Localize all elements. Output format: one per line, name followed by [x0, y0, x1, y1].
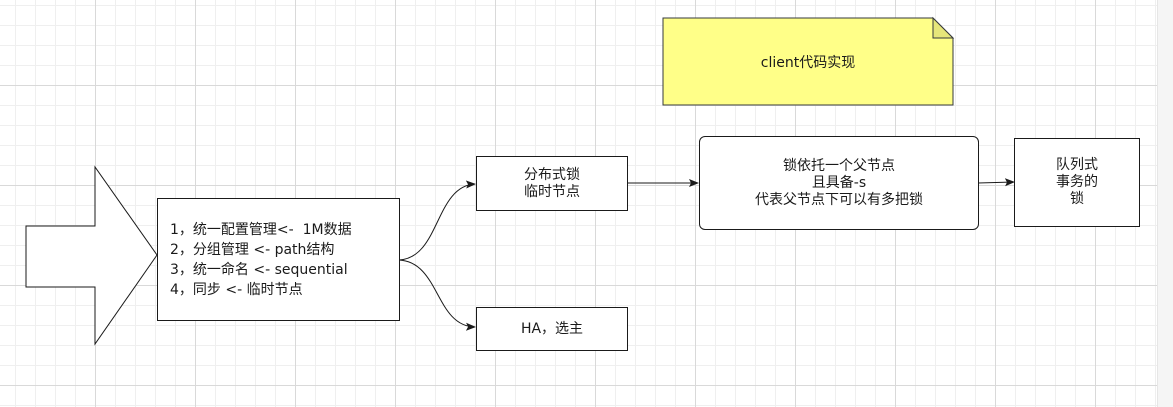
lock-parent-line-3: 代表父节点下可以有多把锁 — [755, 191, 923, 208]
queue-lock-box[interactable]: 队列式 事务的 锁 — [1014, 138, 1140, 227]
note-shape[interactable] — [662, 16, 955, 106]
feature-line-group: 2，分组管理 <- path结构 — [170, 241, 335, 258]
feature-line-naming: 3，统一命名 <- sequential — [170, 261, 348, 278]
feature-line-config: 1，统一配置管理<- 1M数据 — [170, 221, 352, 238]
note-label: client代码实现 — [760, 54, 856, 71]
connector-to-ha[interactable] — [398, 259, 476, 331]
connector-to-distributed-lock[interactable] — [398, 180, 476, 261]
lock-parent-box[interactable]: 锁依托一个父节点 且具备-s 代表父节点下可以有多把锁 — [699, 136, 979, 230]
feature-line-sync: 4，同步 <- 临时节点 — [170, 281, 303, 298]
queue-lock-line-3: 锁 — [1070, 191, 1084, 207]
features-box[interactable]: 1，统一配置管理<- 1M数据 2，分组管理 <- path结构 3，统一命名 … — [157, 198, 400, 321]
lock-parent-line-1: 锁依托一个父节点 — [783, 157, 895, 174]
connector-to-queue[interactable] — [977, 178, 1015, 187]
queue-lock-line-2: 事务的 — [1056, 174, 1098, 190]
lock-parent-line-2: 且具备-s — [811, 174, 867, 191]
distributed-lock-line-1: 分布式锁 — [524, 166, 580, 183]
big-arrow-shape[interactable] — [25, 165, 158, 346]
ha-election-box[interactable]: HA，选主 — [476, 307, 628, 351]
vertical-scrollbar[interactable] — [1157, 0, 1173, 407]
distributed-lock-box[interactable]: 分布式锁 临时节点 — [476, 156, 628, 211]
ha-election-label: HA，选主 — [520, 320, 584, 337]
queue-lock-line-1: 队列式 — [1056, 157, 1098, 173]
distributed-lock-line-2: 临时节点 — [524, 183, 580, 200]
